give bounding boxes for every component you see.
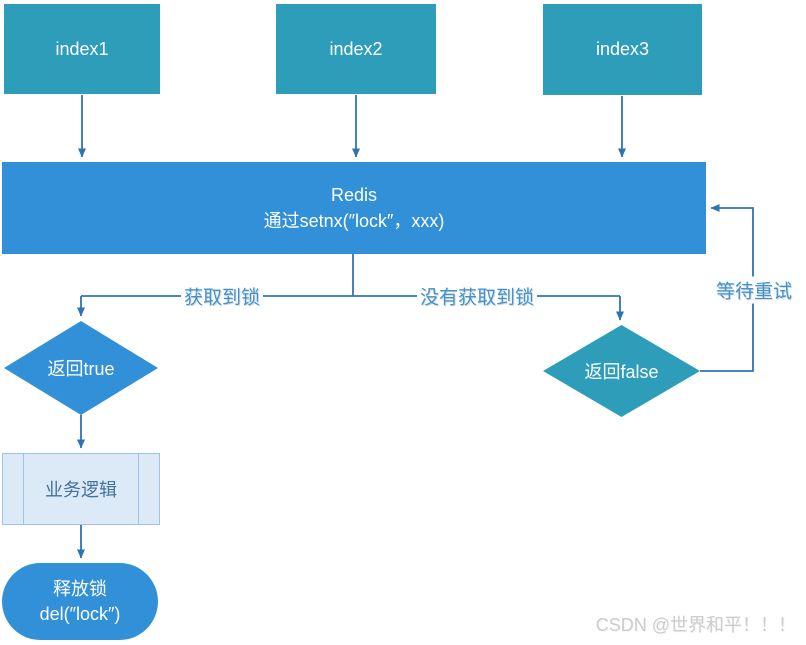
node-release-lock-line1: 释放锁 (53, 578, 107, 599)
node-redis-title: Redis (330, 185, 378, 205)
watermark: CSDN @世界和平！！！ (595, 615, 796, 635)
edge-label-retry: 等待重试 (712, 276, 796, 304)
node-index1-label: index1 (55, 38, 109, 59)
node-index2: index2 (276, 4, 436, 94)
node-index3: index3 (543, 4, 702, 95)
node-redis: Redis 通过setnx(″lock″，xxx) (2, 162, 706, 254)
node-index3-label: index3 (595, 39, 650, 59)
edge-label-not-acquired: 没有获取到锁 (416, 282, 538, 310)
node-return-false-label: 返回false (584, 362, 659, 382)
node-return-true-label: 返回true (47, 359, 115, 379)
process-sidebar-left (23, 454, 24, 524)
node-business-logic: 业务逻辑 (2, 453, 160, 525)
node-release-lock-line2: del(″lock″) (39, 603, 121, 624)
node-release-lock: 释放锁 del(″lock″) (2, 563, 158, 640)
node-index2-label: index2 (329, 38, 383, 59)
node-redis-subtitle: 通过setnx(″lock″，xxx) (263, 211, 445, 231)
node-business-logic-label: 业务逻辑 (45, 480, 117, 500)
process-sidebar-right (138, 454, 139, 524)
node-index1: index1 (4, 4, 160, 94)
edge-label-acquired: 获取到锁 (180, 282, 264, 310)
